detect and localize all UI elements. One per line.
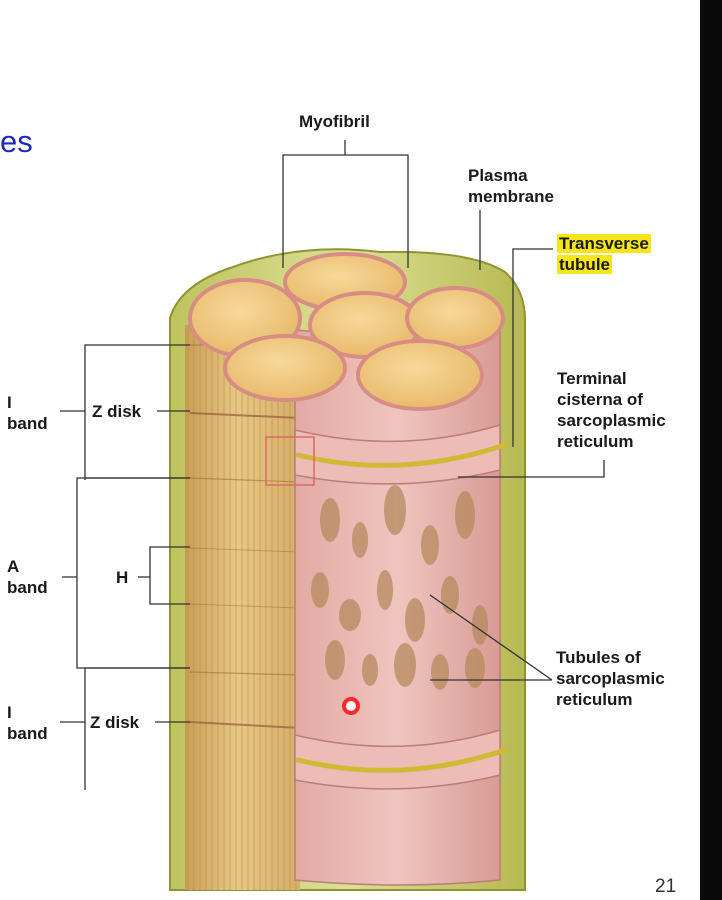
fiber-body — [185, 325, 301, 890]
label-i-band-top-line2: band — [7, 414, 48, 433]
slide-title-fragment: es — [0, 124, 33, 159]
label-terminal-cisterna: Terminal cisterna of sarcoplasmic reticu… — [557, 368, 666, 452]
label-myofibril: Myofibril — [299, 112, 370, 131]
label-i-band-bottom: I band — [7, 702, 48, 744]
label-terminal-cisterna-line3: sarcoplasmic — [557, 411, 666, 430]
cursor-marker — [342, 697, 360, 715]
label-z-disk-top: Z disk — [92, 402, 142, 421]
label-tubules-sr-line2: sarcoplasmic — [556, 669, 665, 688]
page-number: 21 — [655, 876, 677, 897]
myofibril-tops — [188, 252, 505, 411]
label-i-band-top: I band — [7, 392, 48, 434]
label-transverse-tubule-line2: tubule — [557, 255, 612, 274]
label-plasma-membrane: Plasma membrane — [468, 165, 554, 207]
label-i-band-bottom-line1: I — [7, 703, 12, 722]
right-edge-bar — [700, 0, 722, 900]
label-terminal-cisterna-line1: Terminal — [557, 369, 627, 388]
label-i-band-top-line1: I — [7, 393, 12, 412]
transverse-tubules — [295, 442, 508, 773]
label-a-band-line2: band — [7, 578, 48, 597]
label-a-band: A band — [7, 556, 48, 598]
label-terminal-cisterna-line2: cisterna of — [557, 390, 643, 409]
label-z-disk-bottom: Z disk — [90, 713, 140, 732]
label-tubules-sr-line3: reticulum — [556, 690, 633, 709]
label-i-band-bottom-line2: band — [7, 724, 48, 743]
label-transverse-tubule-line1: Transverse — [557, 234, 651, 253]
label-a-band-line1: A — [7, 557, 20, 576]
highlight-box — [265, 436, 315, 486]
label-plasma-membrane-line1: Plasma — [468, 166, 528, 185]
label-tubules-sr: Tubules of sarcoplasmic reticulum — [556, 647, 665, 710]
label-transverse-tubule: Transverse tubule — [557, 233, 651, 275]
label-plasma-membrane-line2: membrane — [468, 187, 554, 206]
label-h-zone: H — [116, 568, 129, 587]
label-terminal-cisterna-line4: reticulum — [557, 432, 634, 451]
sarcoplasmic-reticulum — [294, 324, 501, 886]
leader-lines — [60, 140, 605, 790]
label-tubules-sr-line1: Tubules of — [556, 648, 641, 667]
